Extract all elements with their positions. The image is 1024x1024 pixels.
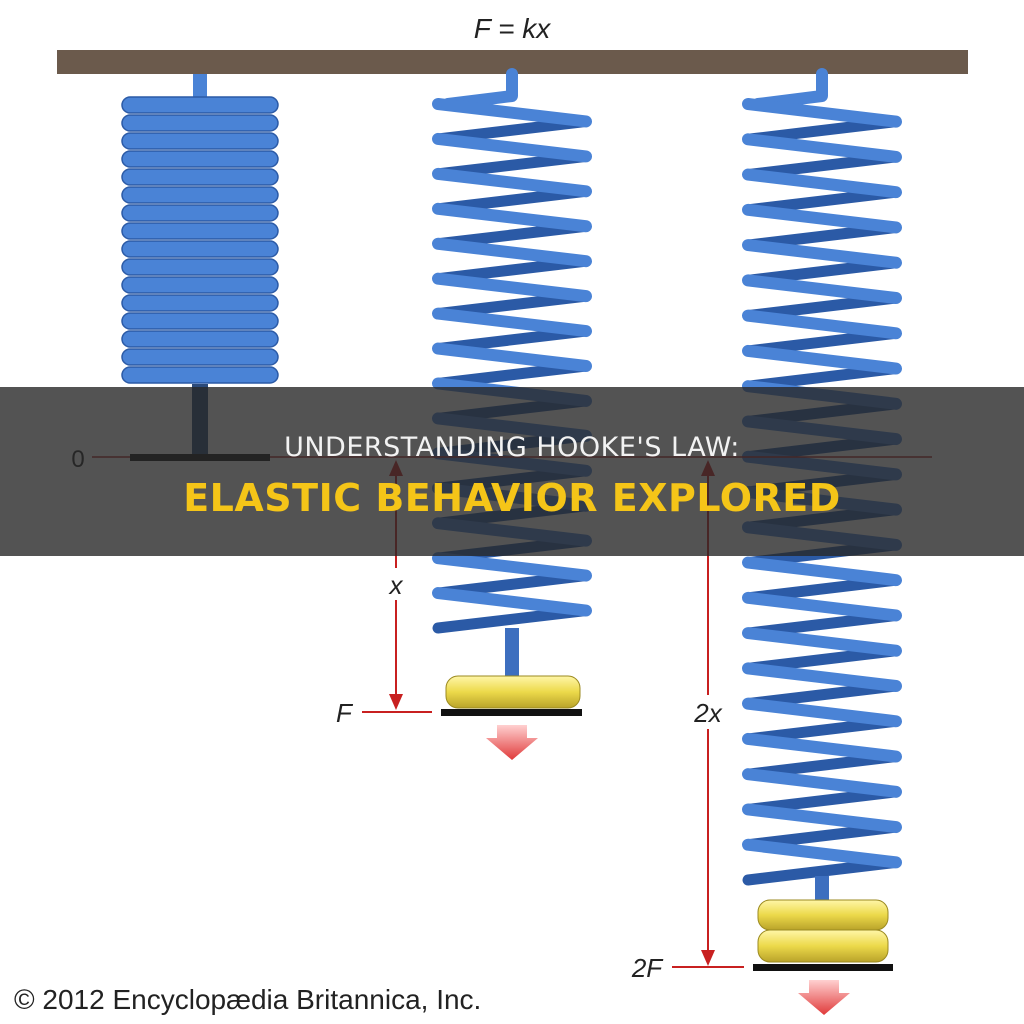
spring-coil-front [742, 803, 902, 834]
arrowhead-down-icon [389, 694, 403, 710]
spring-coil-front [742, 768, 902, 798]
arrowhead-down-icon [701, 950, 715, 966]
double-weight-top [757, 899, 889, 931]
spring-coil-front [742, 133, 902, 163]
2x-label-bg [684, 695, 732, 729]
spring-coil [121, 348, 279, 366]
spring-coil [121, 240, 279, 258]
spring-coil-front [432, 272, 592, 303]
spring3-plate [753, 964, 893, 971]
spring-coil-front [432, 552, 592, 582]
spring-coil [121, 258, 279, 276]
spring-coil-front [742, 838, 902, 869]
spring-coil [121, 330, 279, 348]
2f-label: 2F [631, 953, 664, 983]
double-weight-bottom [757, 929, 889, 963]
down-arrow-icon [798, 980, 850, 1015]
spring-double-load [742, 68, 902, 886]
spring-coil [121, 96, 279, 114]
overlay-subtitle: ELASTIC BEHAVIOR EXPLORED [183, 476, 841, 520]
spring-coil-front [432, 342, 592, 372]
spring-coil-front [742, 98, 902, 128]
spring-coil-front [742, 309, 902, 340]
single-weight [445, 675, 581, 709]
spring-hanger [752, 68, 828, 110]
spring-coil-front [742, 627, 902, 657]
spring-coil-front [432, 307, 592, 338]
spring2-rod [505, 628, 519, 678]
spring-coil-front [432, 98, 592, 128]
x-label: x [388, 570, 404, 600]
spring-coil [121, 114, 279, 132]
copyright-notice: © 2012 Encyclopædia Britannica, Inc. [14, 984, 481, 1015]
spring-coil-front [742, 697, 902, 728]
spring-coil-front [432, 587, 592, 617]
spring-coil-front [432, 237, 592, 268]
spring-coil-front [742, 556, 902, 587]
spring-coil [121, 204, 279, 222]
spring-coil-front [742, 591, 902, 622]
spring-coil [121, 132, 279, 150]
spring-coil-front [742, 662, 902, 692]
spring-coil-front [742, 168, 902, 199]
spring-hanger [193, 74, 207, 100]
spring-coil [121, 222, 279, 240]
spring-unloaded [121, 74, 279, 384]
spring3-rod [815, 876, 829, 906]
spring-coil-front [742, 239, 902, 269]
f-label: F [336, 698, 354, 728]
down-arrow-icon [486, 725, 538, 760]
spring-hanger [442, 68, 518, 110]
spring-coil-front [432, 202, 592, 233]
spring-coil [121, 294, 279, 312]
spring-coil [121, 168, 279, 186]
spring-coil [121, 312, 279, 330]
spring-coil [121, 186, 279, 204]
spring-coil-front [742, 203, 902, 234]
spring-coil [121, 366, 279, 384]
spring-coil-front [432, 167, 592, 198]
formula-label: F = kx [474, 13, 552, 44]
overlay-title: UNDERSTANDING HOOKE'S LAW: [284, 432, 740, 463]
spring2-plate [441, 709, 582, 716]
spring-coil-front [432, 132, 592, 163]
title-overlay-band [0, 387, 1024, 556]
spring-coil-front [742, 274, 902, 304]
x-label-bg [380, 568, 412, 600]
spring-coil [121, 276, 279, 294]
spring-coil [121, 150, 279, 168]
2x-label: 2x [693, 698, 722, 728]
spring-coil-front [742, 732, 902, 763]
spring-coil-front [742, 344, 902, 375]
